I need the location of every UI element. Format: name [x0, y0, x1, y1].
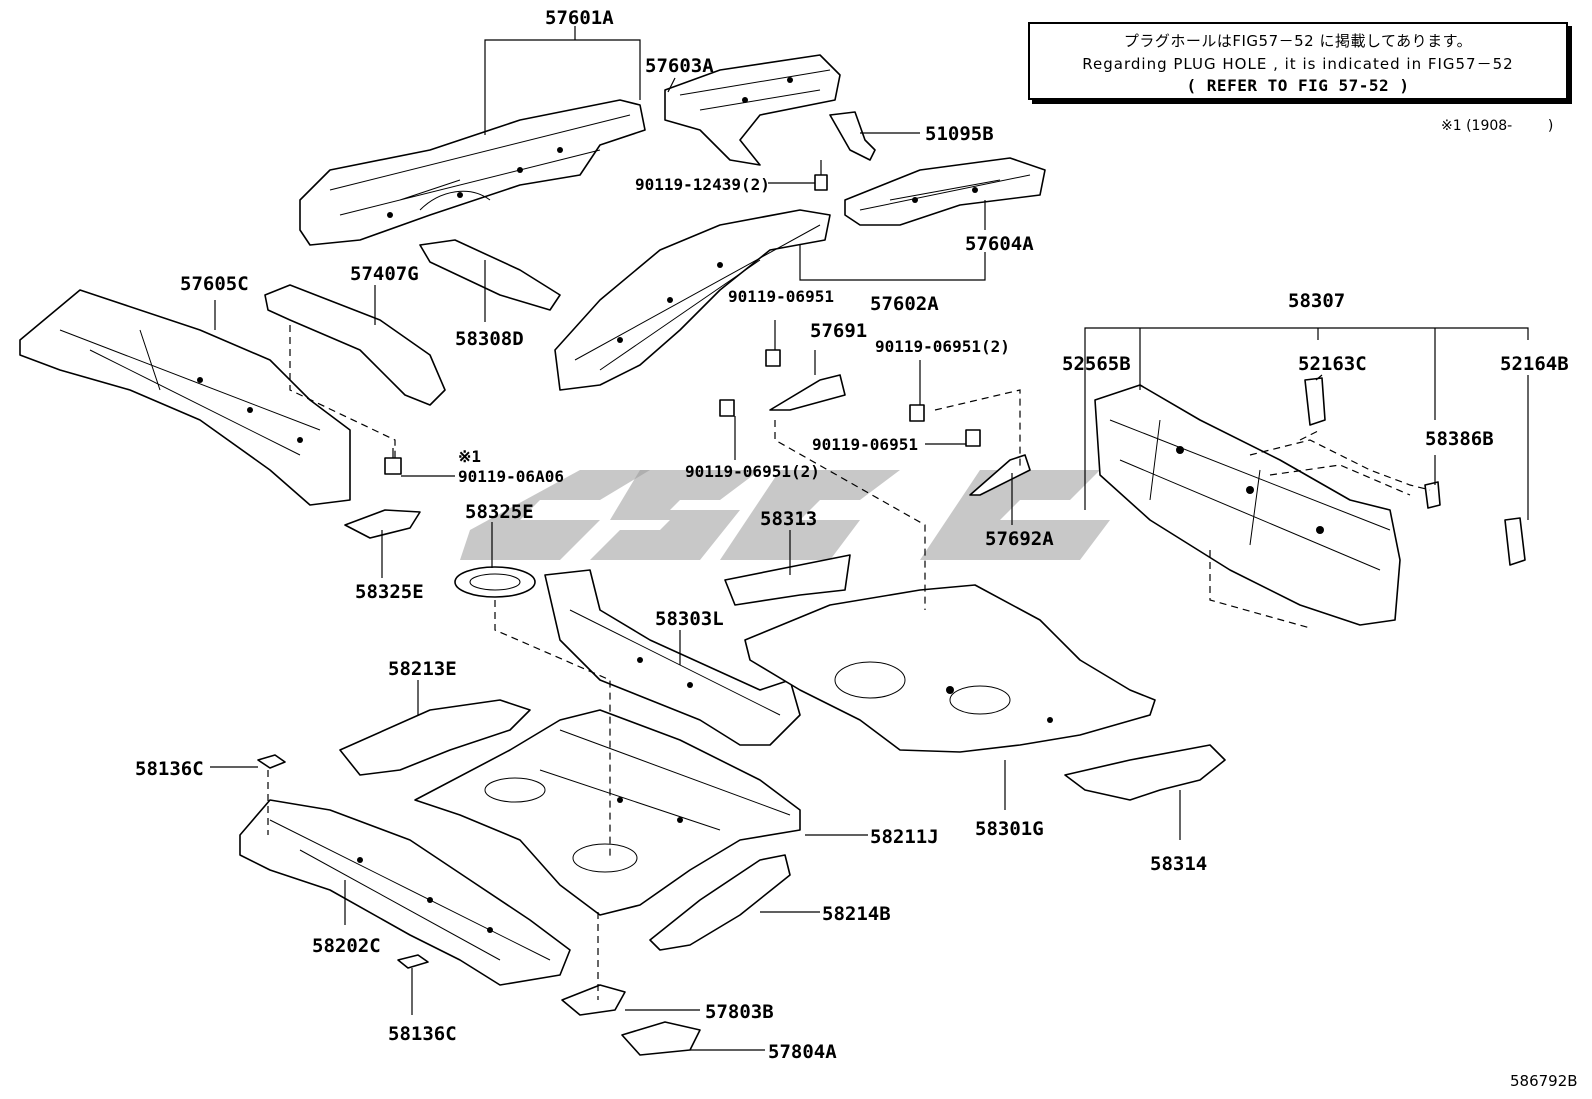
- part-58307-back-panel[interactable]: [1094, 384, 1401, 626]
- part-57803B-plate[interactable]: [561, 984, 626, 1016]
- leader-lines: [210, 26, 1529, 1051]
- figure-id: 586792B: [1510, 1072, 1578, 1090]
- plug-hole-note: プラグホールはFIG57－52 に掲載してあります。 Regarding PLU…: [1028, 22, 1568, 100]
- part-57604A-extension[interactable]: [844, 157, 1046, 226]
- label-90119-06951-a[interactable]: 90119-06951: [728, 287, 834, 306]
- part-57602A-rear-side-member[interactable]: [554, 209, 831, 391]
- label-58325E-a[interactable]: 58325E: [355, 581, 424, 603]
- part-58325E-plug-a[interactable]: [344, 509, 421, 539]
- label-57602A[interactable]: 57602A: [870, 293, 939, 315]
- label-58136C-a[interactable]: 58136C: [135, 758, 204, 780]
- label-58136C-b[interactable]: 58136C: [388, 1023, 457, 1045]
- part-58213E-pan[interactable]: [339, 699, 531, 776]
- part-58211J-center-floor-pan[interactable]: [414, 709, 801, 916]
- label-90119-12439[interactable]: 90119-12439(2): [635, 175, 770, 194]
- label-57605C[interactable]: 57605C: [180, 273, 249, 295]
- bolt-90119-06951-c[interactable]: [909, 404, 925, 422]
- part-58314-panel[interactable]: [1064, 744, 1226, 801]
- label-51095B[interactable]: 51095B: [925, 123, 994, 145]
- label-57604A[interactable]: 57604A: [965, 233, 1034, 255]
- label-58314[interactable]: 58314: [1150, 853, 1207, 875]
- label-58386B[interactable]: 58386B: [1425, 428, 1494, 450]
- part-57601A-rear-side-member[interactable]: [299, 99, 646, 246]
- bolt-90119-12439[interactable]: [814, 160, 828, 191]
- label-57803B[interactable]: 57803B: [705, 1001, 774, 1023]
- label-90119-06951-b[interactable]: 90119-06951: [812, 435, 918, 454]
- bolt-90119-06951-b[interactable]: [719, 399, 735, 417]
- label-58325E-b[interactable]: 58325E: [465, 501, 534, 523]
- part-58214B-panel[interactable]: [649, 854, 791, 951]
- part-58136C-plug-a[interactable]: [257, 754, 286, 769]
- part-58303L-crossmember[interactable]: [544, 569, 801, 746]
- label-57603A[interactable]: 57603A: [645, 55, 714, 77]
- label-90119-06951-2a[interactable]: 90119-06951(2): [875, 337, 1010, 356]
- label-58313[interactable]: 58313: [760, 508, 817, 530]
- label-52565B[interactable]: 52565B: [1062, 353, 1131, 375]
- label-58307[interactable]: 58307: [1288, 290, 1345, 312]
- watermark-logo: [460, 470, 1110, 560]
- part-58386B-clip[interactable]: [1424, 481, 1441, 509]
- label-58211J[interactable]: 58211J: [870, 826, 939, 848]
- label-90119-06951-2b[interactable]: 90119-06951(2): [685, 462, 820, 481]
- bolt-90119-06951-d[interactable]: [965, 429, 981, 447]
- label-52164B[interactable]: 52164B: [1500, 353, 1569, 375]
- note-english: Regarding PLUG HOLE , it is indicated in…: [1082, 55, 1514, 73]
- part-52163C-bracket[interactable]: [1304, 377, 1326, 426]
- note-reference[interactable]: ( REFER TO FIG 57-52 ): [1186, 76, 1410, 95]
- label-58214B[interactable]: 58214B: [822, 903, 891, 925]
- part-58325E-plug-b[interactable]: [454, 566, 536, 598]
- part-57603A-extension[interactable]: [664, 54, 841, 166]
- part-57605C-floor-side-member[interactable]: [19, 289, 351, 506]
- part-57407G-member[interactable]: [264, 284, 446, 406]
- label-58308D[interactable]: 58308D: [455, 328, 524, 350]
- label-footnote-mark: ※1: [458, 447, 481, 466]
- part-57804A-plate[interactable]: [621, 1021, 701, 1056]
- label-57804A[interactable]: 57804A: [768, 1041, 837, 1063]
- part-58136C-plug-b[interactable]: [397, 954, 429, 969]
- part-58313-panel[interactable]: [724, 554, 851, 606]
- assembly-dashed-lines: [267, 325, 1431, 1000]
- label-58202C[interactable]: 58202C: [312, 935, 381, 957]
- label-57691[interactable]: 57691: [810, 320, 867, 342]
- part-58301G-rear-floor-pan[interactable]: [744, 584, 1156, 753]
- part-58308D-reinforcement[interactable]: [419, 239, 561, 311]
- label-58213E[interactable]: 58213E: [388, 658, 457, 680]
- part-52164B-bracket[interactable]: [1504, 517, 1526, 566]
- note-japanese: プラグホールはFIG57－52 に掲載してあります。: [1123, 32, 1473, 50]
- label-52163C[interactable]: 52163C: [1298, 353, 1367, 375]
- label-58301G[interactable]: 58301G: [975, 818, 1044, 840]
- bolt-90119-06951-a[interactable]: [765, 349, 781, 367]
- label-58303L[interactable]: 58303L: [655, 608, 724, 630]
- label-57601A[interactable]: 57601A: [545, 7, 614, 29]
- label-57407G[interactable]: 57407G: [350, 263, 419, 285]
- part-58202C-floor-side[interactable]: [239, 799, 571, 986]
- label-90119-06A06[interactable]: 90119-06A06: [458, 467, 564, 486]
- part-51095B-bracket[interactable]: [829, 111, 876, 161]
- part-57691-bracket[interactable]: [769, 374, 846, 411]
- part-57692A-bracket[interactable]: [969, 454, 1031, 496]
- bolt-90119-06A06[interactable]: [384, 448, 402, 475]
- date-footnote: ※1 (1908- ): [1441, 118, 1554, 134]
- part-labels: 57601A 57603A 51095B 90119-12439(2) 5760…: [135, 7, 1569, 1063]
- label-57692A[interactable]: 57692A: [985, 528, 1054, 550]
